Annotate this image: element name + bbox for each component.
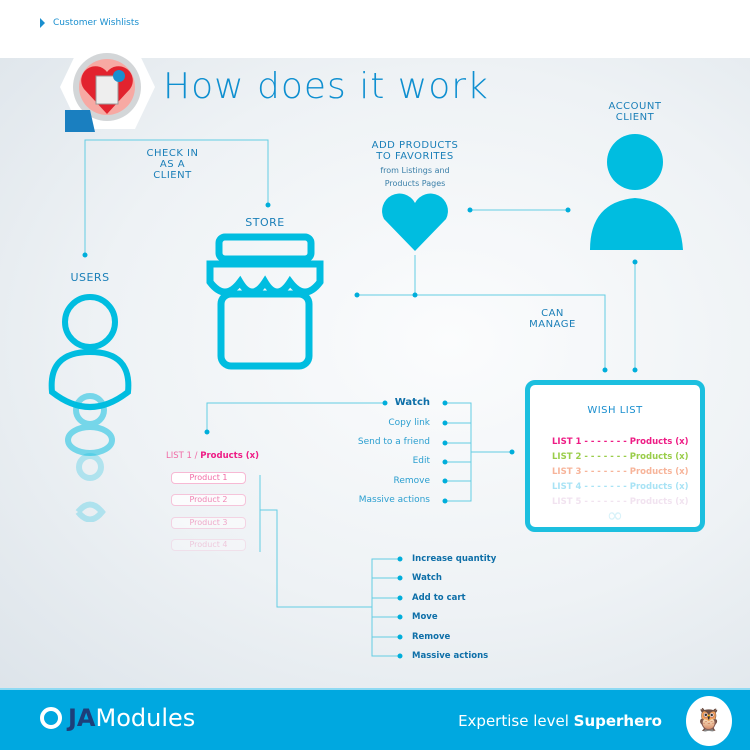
expertise-label: Expertise level xyxy=(458,712,574,730)
wish-list-products: Products (x) xyxy=(629,482,689,492)
wish-list-products: Products (x) xyxy=(629,497,689,507)
action-watch[interactable]: Watch xyxy=(412,573,442,583)
action-add-to-cart[interactable]: Add to cart xyxy=(412,593,466,603)
brand-name: Modules xyxy=(95,704,196,732)
list-name: LIST 1 / xyxy=(166,451,201,461)
wishlist-logo-icon xyxy=(60,45,155,132)
wish-list-row[interactable]: LIST 1 - - - - - - - Products (x) xyxy=(552,437,689,447)
caret-right-icon xyxy=(40,18,45,28)
users-icon xyxy=(48,294,132,522)
action-increase-quantity[interactable]: Increase quantity xyxy=(412,554,497,564)
wish-list-name: LIST 4 xyxy=(552,482,582,492)
breadcrumb[interactable]: Customer Wishlists xyxy=(40,18,139,28)
menu-send-to-friend[interactable]: Send to a friend xyxy=(357,437,430,447)
store-label: STORE xyxy=(245,216,285,229)
store-icon xyxy=(206,233,324,370)
wish-list-products: Products (x) xyxy=(629,452,689,462)
product-item[interactable]: Product 2 xyxy=(171,494,246,506)
ja-logo-icon xyxy=(40,707,62,729)
wish-list-name: LIST 5 xyxy=(552,497,582,507)
wish-list-row[interactable]: LIST 4 - - - - - - - Products (x) xyxy=(552,482,689,492)
users-label: USERS xyxy=(70,271,110,284)
menu-watch[interactable]: Watch xyxy=(394,397,430,408)
action-remove[interactable]: Remove xyxy=(412,632,451,642)
list-count: Products (x) xyxy=(200,451,259,461)
expertise-value: Superhero xyxy=(573,712,662,730)
product-item[interactable]: Product 4 xyxy=(171,539,246,551)
action-massive-actions[interactable]: Massive actions xyxy=(412,651,489,661)
add-products-label: ADD PRODUCTS TO FAVORITES xyxy=(371,140,459,162)
from-listings-label: from Listings and Products Pages xyxy=(380,166,450,188)
superhero-mascot-icon: 🦉 xyxy=(686,696,732,746)
infinity-icon: ∞ xyxy=(606,503,624,527)
wish-list-name: LIST 1 xyxy=(552,437,582,447)
menu-edit[interactable]: Edit xyxy=(412,456,430,466)
menu-remove[interactable]: Remove xyxy=(393,476,430,486)
menu-massive-actions[interactable]: Massive actions xyxy=(358,495,430,505)
page-title: How does it work xyxy=(163,66,489,107)
heart-icon xyxy=(382,193,448,251)
action-move[interactable]: Move xyxy=(412,612,438,622)
list-header: LIST 1 / Products (x) xyxy=(166,451,259,461)
brand-bold: JA xyxy=(68,704,96,732)
wish-list-row[interactable]: LIST 5 - - - - - - - Products (x) xyxy=(552,497,689,507)
wish-list-row[interactable]: LIST 3 - - - - - - - Products (x) xyxy=(552,467,689,477)
expertise-level: Expertise level Superhero xyxy=(458,712,662,730)
breadcrumb-label: Customer Wishlists xyxy=(53,18,140,28)
can-manage-label: CAN MANAGE xyxy=(529,308,576,330)
menu-copy-link[interactable]: Copy link xyxy=(388,418,430,428)
flow-connectors xyxy=(82,139,638,659)
wish-list-title: WISH LIST xyxy=(587,405,643,416)
wish-list-products: Products (x) xyxy=(629,437,689,447)
wish-list-row[interactable]: LIST 2 - - - - - - - Products (x) xyxy=(552,452,689,462)
check-in-label: CHECK IN AS A CLIENT xyxy=(146,148,199,181)
wish-list-products: Products (x) xyxy=(629,467,689,477)
account-client-icon xyxy=(590,134,683,250)
account-client-label: ACCOUNT CLIENT xyxy=(608,101,662,123)
wish-list-name: LIST 3 xyxy=(552,467,582,477)
wish-list-card: WISH LIST LIST 1 - - - - - - - Products … xyxy=(525,380,705,532)
product-item[interactable]: Product 3 xyxy=(171,517,246,529)
product-item[interactable]: Product 1 xyxy=(171,472,246,484)
wish-list-name: LIST 2 xyxy=(552,452,582,462)
